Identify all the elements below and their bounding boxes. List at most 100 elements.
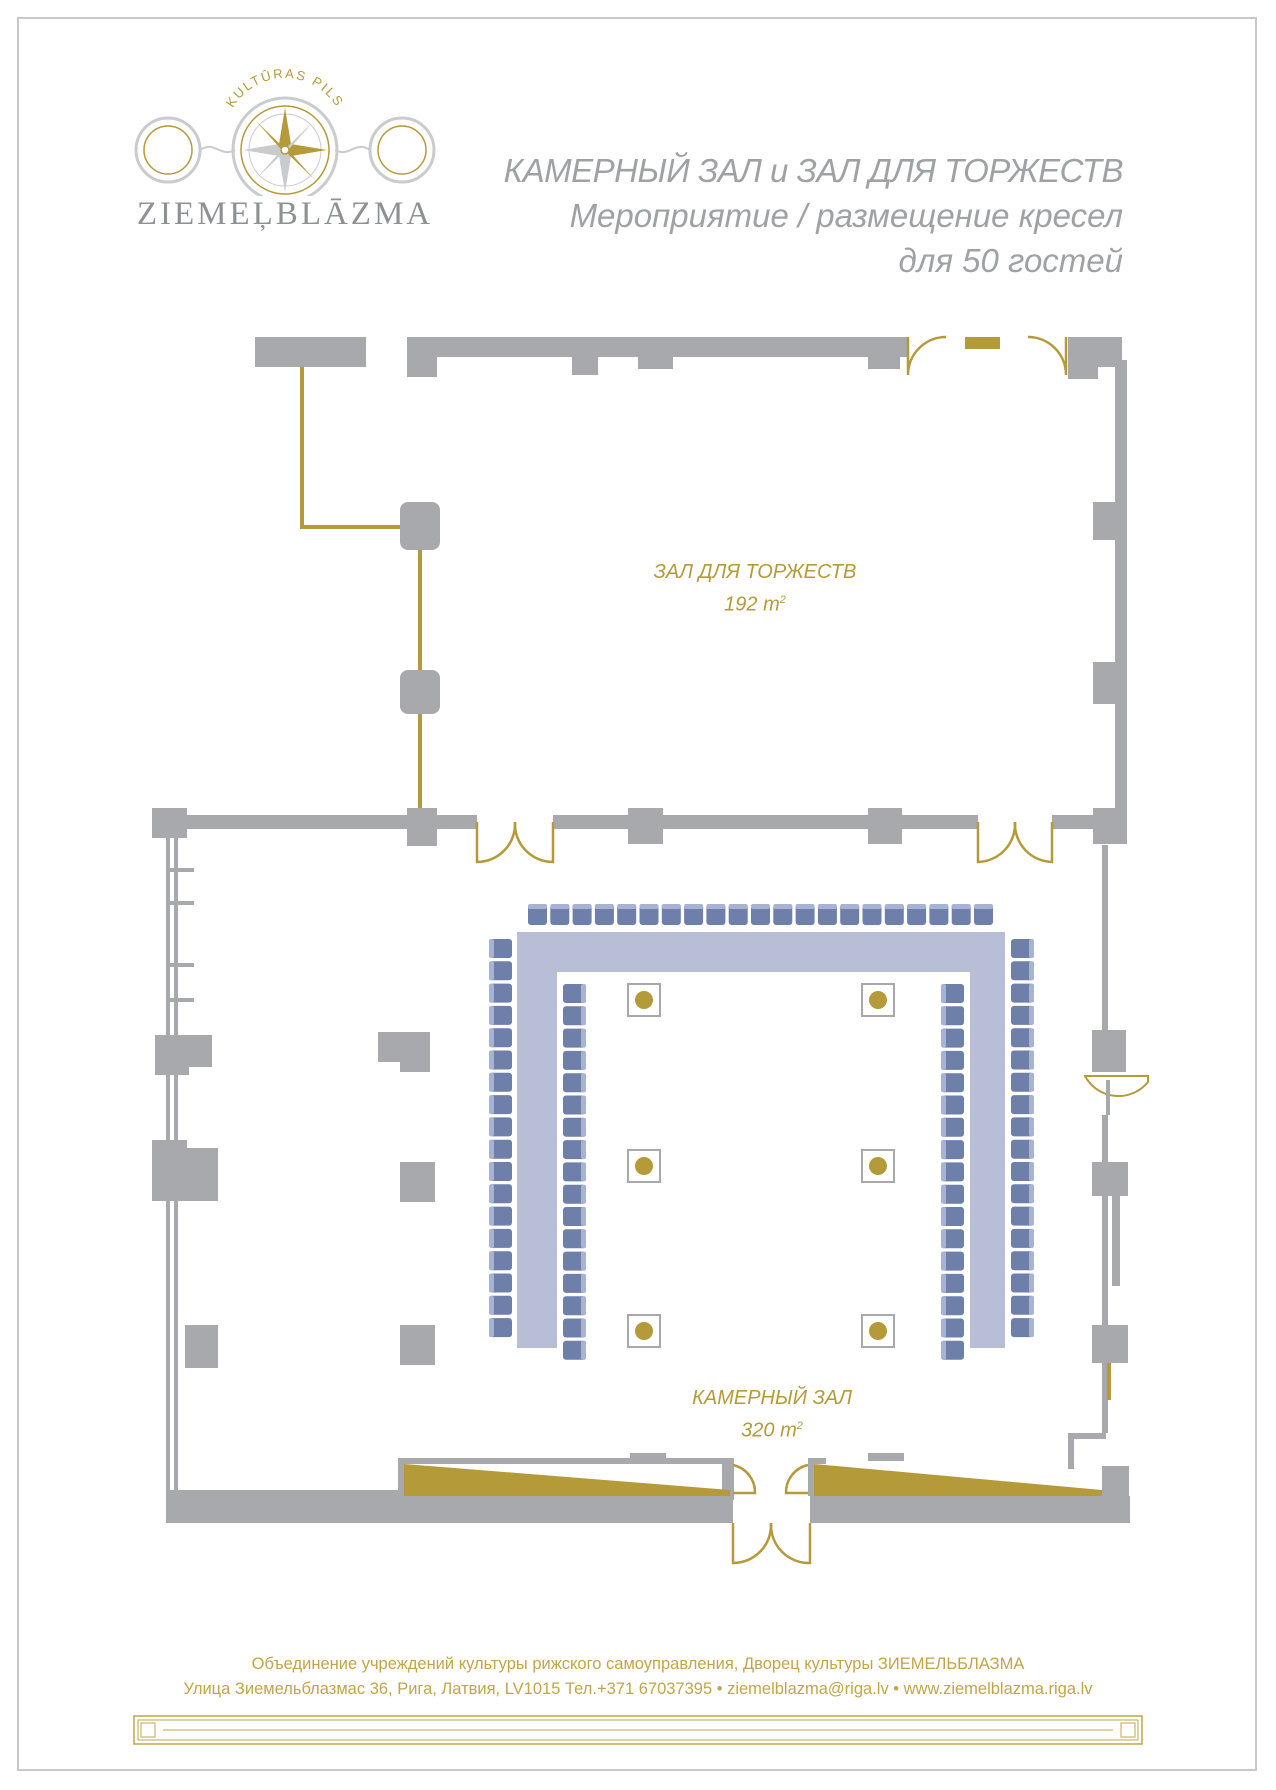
festive-hall-area-unit: 2 <box>779 594 786 606</box>
chair-top <box>817 904 837 925</box>
chair-top <box>684 904 704 925</box>
chair-top <box>572 904 592 925</box>
chair-top <box>706 904 726 925</box>
chair-left-inner <box>563 1073 586 1093</box>
footer: Объединение учреждений культуры рижского… <box>0 1652 1276 1702</box>
chair-left-outer <box>489 1228 512 1248</box>
chair-right-inner <box>941 1296 964 1316</box>
chair-top <box>661 904 681 925</box>
chair-right-inner <box>941 1318 964 1338</box>
footer-ornament <box>133 1715 1143 1745</box>
chair-right-outer <box>1011 1072 1034 1092</box>
chair-left-inner <box>563 1140 586 1160</box>
chair-right-inner <box>941 1251 964 1271</box>
chair-top <box>974 904 993 925</box>
chair-top <box>751 904 770 925</box>
compass-rose-icon: KULTŪRAS PILS <box>134 66 436 204</box>
chair-top <box>773 904 793 925</box>
chair-left-outer <box>489 983 512 1003</box>
festive-hall-label: ЗАЛ ДЛЯ ТОРЖЕСТВ 192 m2 <box>630 558 880 619</box>
footer-organization: Объединение учреждений культуры рижского… <box>251 1655 1025 1673</box>
chair-left-inner <box>563 1162 586 1182</box>
chair-right-inner <box>941 1162 964 1182</box>
column-icon <box>861 1314 895 1348</box>
chair-right-outer <box>1011 1139 1034 1159</box>
chair-right-outer <box>1011 1251 1034 1271</box>
chair-top <box>884 904 904 925</box>
chair-top <box>594 904 614 925</box>
page-heading: КАМЕРНЫЙ ЗАЛ и ЗАЛ ДЛЯ ТОРЖЕСТВ Мероприя… <box>423 148 1124 283</box>
chair-top <box>617 904 637 925</box>
festive-hall-name: ЗАЛ ДЛЯ ТОРЖЕСТВ <box>653 561 857 583</box>
chair-right-outer <box>1011 1184 1034 1204</box>
chair-right-inner <box>941 1073 964 1093</box>
chair-left-outer <box>489 1295 512 1315</box>
chair-left-outer <box>489 1028 512 1048</box>
chair-top <box>639 904 659 925</box>
chair-left-outer <box>489 1005 512 1025</box>
chair-top <box>795 904 815 925</box>
column-icon <box>627 983 661 1017</box>
chair-right-inner <box>941 1050 964 1070</box>
chair-left-inner <box>563 1050 586 1070</box>
chair-left-outer <box>489 961 512 981</box>
chair-right-inner <box>941 1273 964 1293</box>
chair-top <box>951 904 971 925</box>
chair-left-inner <box>563 1340 586 1360</box>
chair-right-inner <box>941 1340 964 1360</box>
chair-right-outer <box>1011 1005 1034 1025</box>
chair-right-outer <box>1011 983 1034 1003</box>
chair-left-outer <box>489 1072 512 1092</box>
chair-left-inner <box>563 1095 586 1115</box>
chair-right-outer <box>1011 1162 1034 1181</box>
chamber-hall-name: КАМЕРНЫЙ ЗАЛ <box>692 1387 852 1409</box>
chair-left-inner <box>563 984 586 1003</box>
chair-right-outer <box>1011 961 1034 981</box>
chair-left-outer <box>489 1273 512 1293</box>
columns <box>627 983 895 1348</box>
chair-right-inner <box>941 1117 964 1137</box>
chamber-hall-area: 320 m <box>741 1419 797 1442</box>
chair-right-inner <box>941 1140 964 1160</box>
chair-right-inner <box>941 1006 964 1026</box>
page-frame <box>17 17 1257 1771</box>
chair-top <box>550 904 570 925</box>
chair-left-inner <box>563 1117 586 1137</box>
gold-accents <box>300 337 1111 1496</box>
chair-top <box>728 904 748 925</box>
column-icon <box>861 1149 895 1183</box>
chair-left-outer <box>489 1318 512 1338</box>
chair-left-outer <box>489 939 512 958</box>
chair-left-outer <box>489 1251 512 1271</box>
chair-right-outer <box>1011 1206 1034 1226</box>
column-icon <box>861 983 895 1017</box>
chair-left-inner <box>563 1229 586 1249</box>
chair-right-outer <box>1011 1050 1034 1070</box>
chair-left-inner <box>563 1207 586 1226</box>
chair-left-outer <box>489 1162 512 1181</box>
heading-subtitle: Мероприятие / размещение кресел <box>569 197 1123 234</box>
chair-left-inner <box>563 1251 586 1271</box>
chair-right-inner <box>941 1184 964 1204</box>
logo-name: ZIEMEĻBLĀZMA <box>136 196 434 232</box>
chair-right-outer <box>1011 1117 1034 1137</box>
chair-top <box>929 904 949 925</box>
chair-left-outer <box>489 1206 512 1226</box>
chair-right-outer <box>1011 1095 1034 1115</box>
chairs <box>489 904 1034 1360</box>
chair-right-outer <box>1011 1028 1034 1048</box>
chair-left-outer <box>489 1095 512 1115</box>
footer-contacts: Улица Зиемельблазмас 36, Рига, Латвия, L… <box>183 1680 1093 1698</box>
u-shape-table <box>517 932 1005 1348</box>
ziemelblazma-logo: KULTŪRAS PILS ZIEMEĻBLĀZMA <box>130 46 440 246</box>
chair-right-inner <box>941 1028 964 1048</box>
walls <box>152 337 1130 1523</box>
chair-left-inner <box>563 1273 586 1293</box>
chair-left-outer <box>489 1139 512 1159</box>
chair-right-inner <box>941 1207 964 1226</box>
heading-title: КАМЕРНЫЙ ЗАЛ и ЗАЛ ДЛЯ ТОРЖЕСТВ <box>503 152 1124 189</box>
chair-top <box>907 904 927 925</box>
chamber-hall-label: КАМЕРНЫЙ ЗАЛ 320 m2 <box>647 1384 897 1445</box>
